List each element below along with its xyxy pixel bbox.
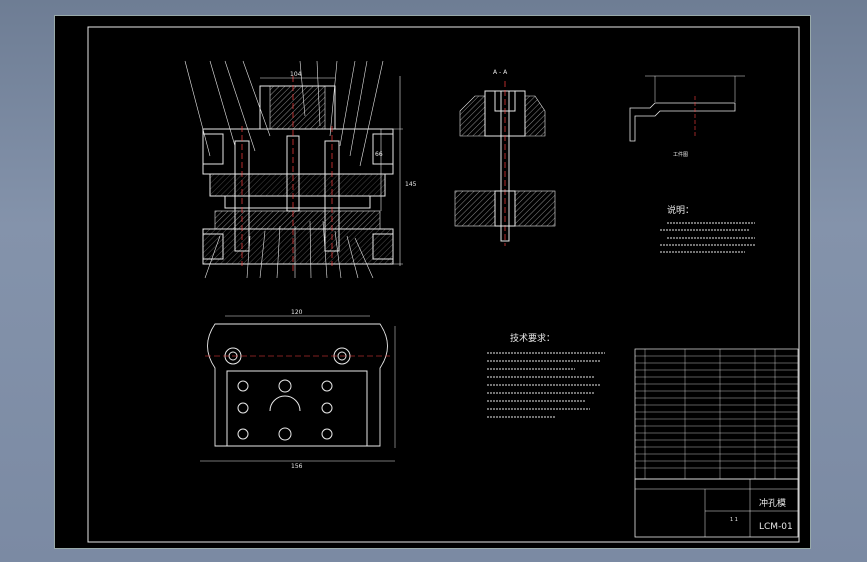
dim-plan-width: 120	[291, 309, 303, 316]
front-section-view: 145 66 104	[184, 60, 417, 279]
drawing-sheet: 145 66 104 A - A 工件图 说明：	[55, 16, 810, 548]
dim-right-height: 145	[405, 181, 417, 188]
section-a-a-view: A - A	[454, 69, 556, 246]
cad-drawing: 145 66 104 A - A 工件图 说明：	[87, 26, 800, 543]
drawing-number: LCM-01	[759, 522, 793, 532]
plan-view: 120 156	[200, 309, 396, 470]
drawing-frame	[87, 26, 800, 543]
tech-title: 技术要求：	[510, 332, 555, 344]
tech-requirements: 技术要求：	[487, 332, 605, 418]
workpiece-view: 工件图	[629, 75, 745, 158]
notes-block: 说明：	[660, 204, 755, 253]
sheet-number: 1 1	[730, 517, 738, 523]
title-block: 冲孔模 LCM-01 1 1	[634, 478, 799, 538]
section-label: A - A	[493, 69, 508, 76]
notes-title: 说明：	[667, 204, 694, 216]
dim-plan-bottom: 156	[291, 463, 303, 470]
part-name: 冲孔模	[759, 497, 786, 509]
dim-top-width: 104	[290, 71, 302, 78]
workpiece-label: 工件图	[673, 151, 688, 158]
dim-mid-height: 66	[375, 151, 383, 158]
parts-list	[634, 348, 799, 480]
